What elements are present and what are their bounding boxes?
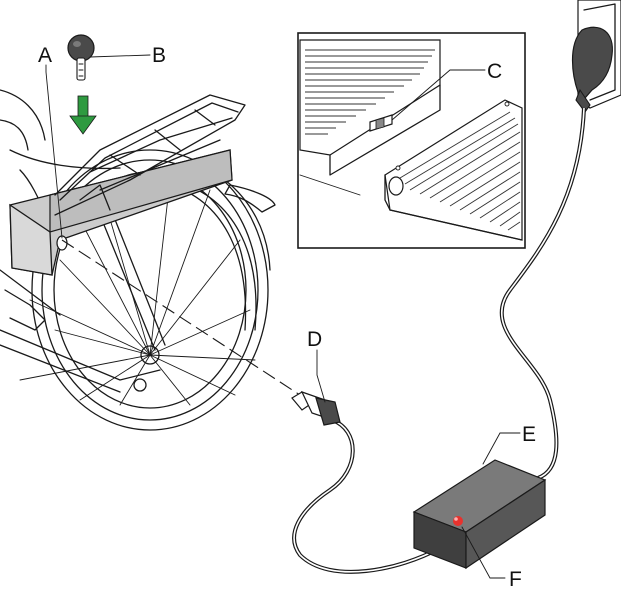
insert-key-arrow-icon <box>69 95 97 135</box>
callout-label-f: F <box>509 568 522 589</box>
bicycle-illustration <box>0 89 276 431</box>
status-led-icon <box>453 516 463 526</box>
callout-label-d: D <box>307 328 322 351</box>
battery-key <box>67 34 95 81</box>
connection-guide-line <box>61 239 301 396</box>
charger-unit <box>412 459 547 570</box>
callout-label-b: B <box>152 44 166 67</box>
mains-cable <box>499 107 586 480</box>
callout-leaders <box>45 54 521 579</box>
callout-label-c: C <box>487 60 502 83</box>
charging-port-inset <box>297 32 526 249</box>
mains-plug <box>571 26 613 113</box>
callout-label-e: E <box>522 423 536 446</box>
charging-plug <box>291 390 341 426</box>
callout-label-a: A <box>38 44 52 67</box>
